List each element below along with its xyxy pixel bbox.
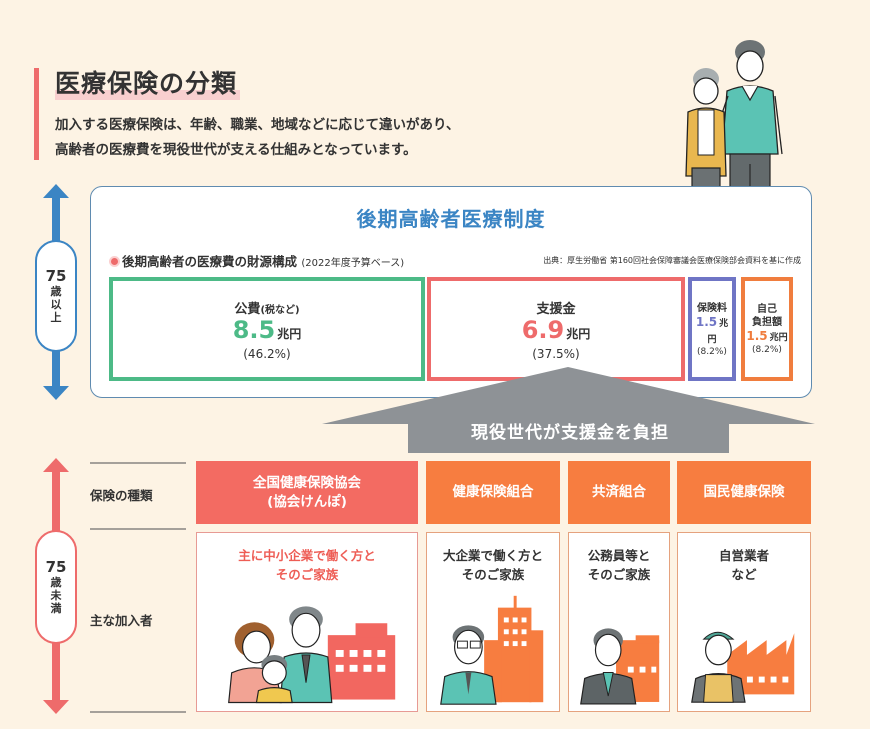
civil-servant-illustration [580, 628, 660, 705]
title-accent-bar [34, 68, 39, 160]
age-badge-75-plus: 75 歳 以 上 [35, 240, 77, 352]
insurer-members-national-health-insurance: 自営業者 など [677, 532, 811, 712]
insurer-members-kyokai-kenpo: 主に中小企業で働く方と そのご家族 [196, 532, 418, 712]
arrow-up-icon [43, 458, 69, 472]
self-employed-factory-illustration [691, 631, 795, 703]
age-under-75-indicator: 75 歳 未 満 [33, 458, 79, 714]
late-elderly-system-panel: 後期高齢者医療制度 後期高齢者の医療費の財源構成 (2022年度予算ベース) 出… [90, 186, 812, 398]
support-arrow-label: 現役世代が支援金を負担 [471, 423, 669, 443]
age-75-plus-indicator: 75 歳 以 上 [33, 184, 79, 400]
bullet-dot-icon [109, 256, 120, 267]
divider [90, 711, 186, 713]
insurer-members-mutual-aid: 公務員等と そのご家族 [568, 532, 670, 712]
support-arrow-up-icon [322, 367, 815, 453]
row-label-members: 主な加入者 [90, 613, 153, 628]
intro-text: 加入する医療保険は、年齢、職業、地域などに応じて違いがあり、 高齢者の医療費を現… [55, 113, 459, 163]
office-worker-skyscraper-illustration [440, 595, 544, 705]
source-note: 出典：厚生労働省 第160回社会保障審議会医療保険部会資料を基に作成 [543, 256, 801, 265]
late-elderly-system-title: 後期高齢者医療制度 [356, 207, 546, 231]
divider [90, 528, 186, 530]
intro-line-1: 加入する医療保険は、年齢、職業、地域などに応じて違いがあり、 [55, 117, 460, 133]
funding-heading: 後期高齢者の医療費の財源構成 (2022年度予算ベース) [109, 251, 404, 270]
arrow-down-icon [43, 700, 69, 714]
insurer-members-health-insurance-society: 大企業で働く方と そのご家族 [426, 532, 560, 712]
insurer-header-kyokai-kenpo: 全国健康保険協会 (協会けんぽ) [196, 461, 418, 524]
insurer-header-health-insurance-society: 健康保険組合 [426, 461, 560, 524]
row-label-type: 保険の種類 [90, 488, 153, 503]
insurer-header-national-health-insurance: 国民健康保険 [677, 461, 811, 524]
page-title: 医療保険の分類 [55, 64, 241, 100]
insurer-header-mutual-aid: 共済組合 [568, 461, 670, 524]
age-badge-under-75: 75 歳 未 満 [35, 530, 77, 644]
family-office-illustration [228, 606, 396, 704]
arrow-down-icon [43, 386, 69, 400]
intro-line-2: 高齢者の医療費を現役世代が支える仕組みとなっています。 [55, 142, 417, 158]
arrow-up-icon [43, 184, 69, 198]
divider [90, 462, 186, 464]
